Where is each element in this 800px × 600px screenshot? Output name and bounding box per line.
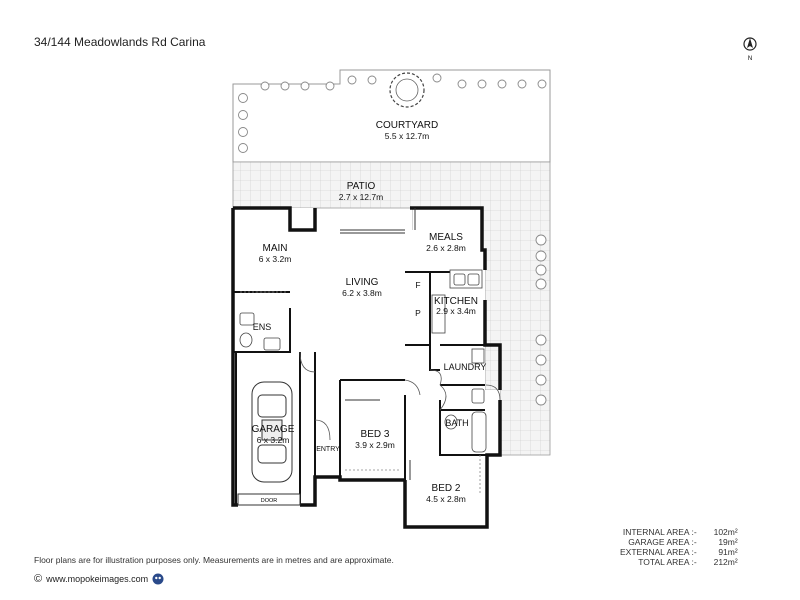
door-swings (299, 351, 501, 441)
patio-dims: 2.7 x 12.7m (339, 192, 383, 202)
car-icon (251, 381, 293, 483)
entry-label: ENTRY (316, 446, 340, 453)
laundry-label: LAUNDRY (444, 362, 487, 372)
pantry-label: P (415, 308, 421, 318)
windows (255, 208, 416, 480)
area-row: INTERNAL AREA :- 102m² (620, 527, 738, 537)
fridge-label: F (415, 280, 420, 290)
interior-walls (233, 271, 487, 505)
copyright-symbol: © (34, 573, 43, 585)
website-link[interactable]: www.mopokeimages.com (46, 574, 149, 584)
ensuite-fixtures (239, 312, 281, 351)
kitchen-fixtures (431, 269, 483, 334)
north-label: N (748, 56, 752, 62)
kitchen-label: KITCHEN (434, 296, 478, 307)
area-value: 102m² (713, 527, 738, 537)
area-row: EXTERNAL AREA :- 91m² (620, 547, 738, 557)
disclaimer: Floor plans are for illustration purpose… (34, 555, 394, 565)
area-summary: INTERNAL AREA :- 102m² GARAGE AREA :- 19… (620, 527, 738, 567)
garage-label: GARAGE (252, 424, 295, 435)
bed2-dims: 4.5 x 2.8m (426, 494, 466, 504)
patio-label: PATIO (347, 181, 376, 192)
meals-label: MEALS (429, 232, 463, 243)
living-dims: 6.2 x 3.8m (342, 288, 382, 298)
garage-door-label: DOOR (261, 498, 278, 504)
area-value: 91m² (718, 547, 738, 557)
courtyard-dims: 5.5 x 12.7m (385, 131, 429, 141)
bed3-dims: 3.9 x 2.9m (355, 440, 395, 450)
kitchen-dims: 2.9 x 3.4m (436, 306, 476, 316)
page-title: 34/144 Meadowlands Rd Carina (34, 35, 206, 49)
meals-dims: 2.6 x 2.8m (426, 243, 466, 253)
area-value: 212m² (713, 557, 738, 567)
side-shrubs (535, 234, 547, 406)
area-value: 19m² (718, 537, 738, 547)
garage-door (237, 493, 301, 506)
main-dims: 6 x 3.2m (259, 254, 292, 264)
garage-dims: 6 x 3.2m (257, 435, 290, 445)
bed3-label: BED 3 (361, 429, 390, 440)
area-row: GARAGE AREA :- 19m² (620, 537, 738, 547)
wardrobes (240, 291, 481, 495)
footer: © www.mopokeimages.com (34, 573, 164, 585)
bath-label: BATH (445, 418, 468, 428)
living-label: LIVING (346, 277, 379, 288)
area-label: INTERNAL AREA :- (622, 527, 697, 537)
mopoke-logo-icon (152, 573, 164, 585)
main-label: MAIN (263, 243, 288, 254)
area-label: EXTERNAL AREA :- (620, 547, 697, 557)
courtyard-shrubs (238, 73, 547, 153)
area-label: TOTAL AREA :- (638, 557, 697, 567)
north-arrow: N (742, 36, 758, 67)
area-row: TOTAL AREA :- 212m² (620, 557, 738, 567)
north-arrow-icon: N (743, 37, 757, 62)
courtyard-tree (389, 72, 425, 108)
courtyard-label: COURTYARD (376, 120, 438, 131)
area-label: GARAGE AREA :- (628, 537, 697, 547)
room-labels: COURTYARD 5.5 x 12.7m PATIO 2.7 x 12.7m … (252, 120, 487, 504)
ens-label: ENS (253, 322, 272, 332)
bed2-label: BED 2 (432, 483, 461, 494)
laundry-bath-fixtures (444, 348, 487, 453)
